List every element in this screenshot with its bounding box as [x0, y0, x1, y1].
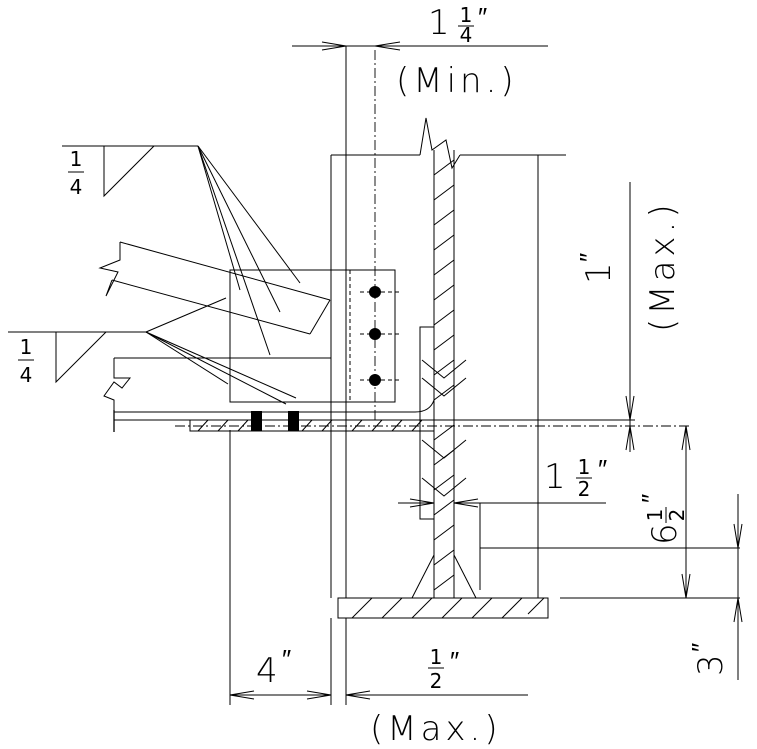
lower-beam	[103, 357, 332, 412]
shear-tab	[419, 326, 435, 520]
svg-text:1: 1	[430, 645, 443, 669]
svg-text:(Max.): (Max.)	[643, 200, 683, 332]
gusset-plate	[229, 50, 400, 420]
svg-text:6: 6	[645, 523, 685, 545]
svg-text:4: 4	[70, 175, 83, 199]
svg-text:2: 2	[665, 509, 689, 522]
svg-text:″: ″	[575, 253, 605, 262]
svg-text:″: ″	[598, 455, 607, 485]
web-plate	[411, 150, 477, 599]
weld-symbol-lower: 1 4	[18, 335, 34, 387]
dim-bottom-gap: 1 2 ″ (Max.)	[370, 645, 502, 749]
svg-text:″: ″	[687, 643, 717, 652]
dim-bottom-right: 3 ″	[687, 643, 731, 676]
weld-symbol-upper: 1 4	[68, 147, 84, 199]
svg-text:1: 1	[70, 147, 83, 171]
svg-text:1: 1	[544, 457, 566, 497]
base-plate	[337, 597, 549, 619]
dim-right-vertical: 1 ″	[575, 253, 619, 284]
svg-text:1: 1	[460, 3, 473, 27]
svg-text:1: 1	[643, 509, 667, 522]
beam-flange	[113, 399, 690, 432]
svg-text:(Min.): (Min.)	[396, 61, 518, 101]
svg-text:1: 1	[428, 3, 450, 43]
column	[330, 46, 566, 598]
dim-right-height: 6 1 2 ″	[637, 494, 689, 545]
svg-text:3: 3	[691, 654, 731, 676]
svg-text:″: ″	[637, 494, 667, 503]
dim-top-gap: 1 1 4 ″ (Min.)	[396, 3, 518, 101]
diagonal-brace	[98, 241, 331, 335]
svg-text:4: 4	[256, 651, 278, 691]
svg-text:″: ″	[478, 3, 487, 33]
dim-right-note: (Max.)	[643, 200, 683, 332]
svg-text:″: ″	[282, 645, 291, 675]
svg-text:4: 4	[460, 23, 473, 47]
svg-text:″: ″	[450, 647, 459, 677]
svg-text:1: 1	[579, 262, 619, 284]
svg-text:4: 4	[20, 363, 33, 387]
svg-text:2: 2	[430, 669, 443, 693]
svg-text:1: 1	[578, 455, 591, 479]
dim-mid-gap: 1 1 2 ″	[544, 455, 607, 501]
svg-text:(Max.): (Max.)	[370, 709, 502, 749]
weld-leaders	[8, 145, 301, 405]
svg-text:2: 2	[578, 477, 591, 501]
svg-text:1: 1	[20, 335, 33, 359]
dimension-lines	[229, 41, 743, 705]
dim-bottom-left: 4 ″	[256, 645, 291, 691]
